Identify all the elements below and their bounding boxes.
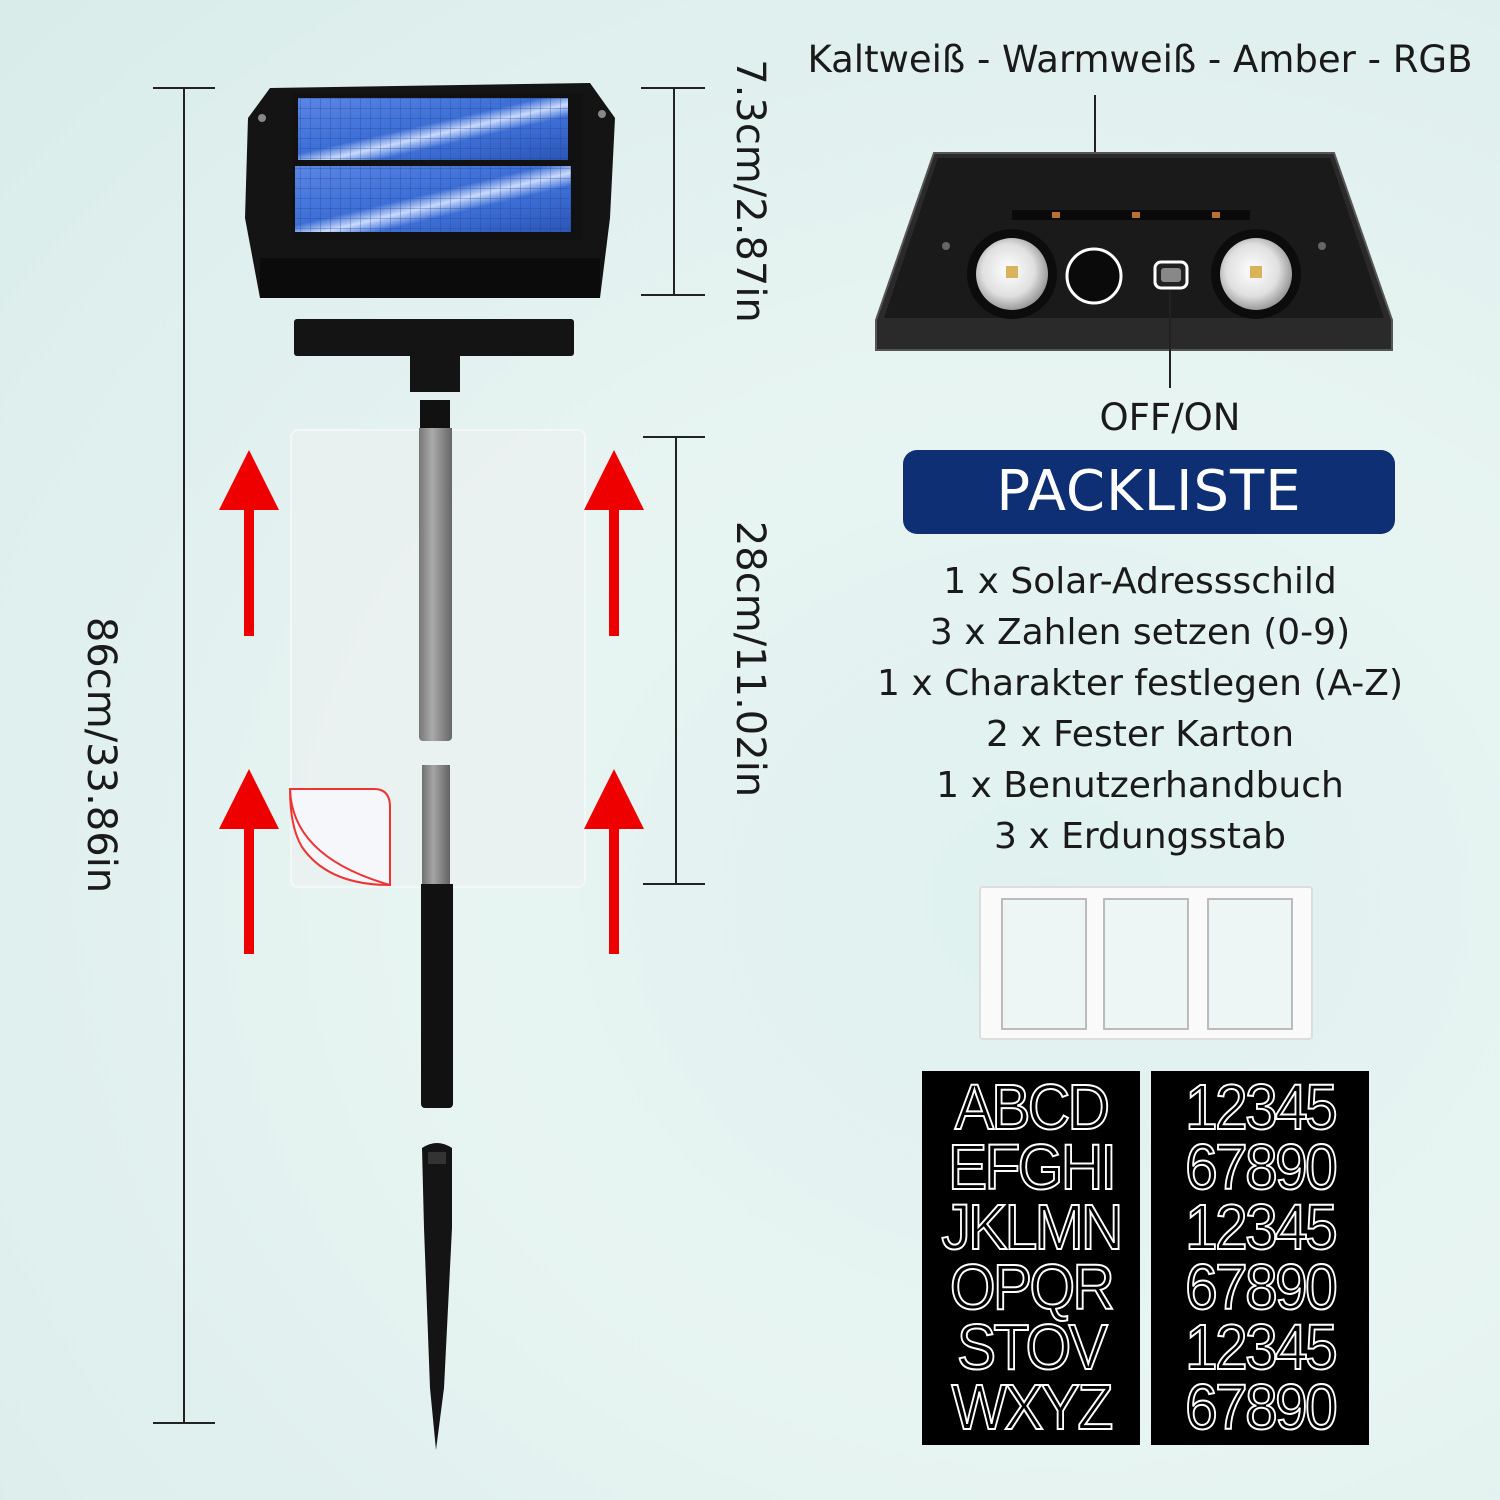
- switch-label: OFF/ON: [1099, 396, 1241, 439]
- total-height-label: 86cm/33.86in: [78, 616, 124, 894]
- sticker-row: WXYZ: [951, 1371, 1115, 1443]
- list-item: 1 x Benutzerhandbuch: [936, 765, 1344, 806]
- ground-stake: [422, 1143, 452, 1450]
- light-modes-label: Kaltweiß - Warmweiß - Amber - RGB: [807, 38, 1473, 81]
- sticker-row: EFGHI: [947, 1131, 1118, 1203]
- packlist: 1 x Solar-Adressschild 3 x Zahlen setzen…: [840, 556, 1440, 862]
- sticker-row: JKLMN: [940, 1191, 1124, 1263]
- panel-height-label: 7.3cm/2.87in: [727, 59, 773, 323]
- sticker-row: 12345: [1184, 1191, 1339, 1263]
- sticker-row: 12345: [1184, 1311, 1339, 1383]
- list-item: 1 x Charakter festlegen (A-Z): [876, 663, 1403, 704]
- pole-lower-black: [421, 884, 453, 1108]
- arrow-up-icon: [219, 769, 279, 954]
- list-item: 2 x Fester Karton: [985, 714, 1295, 755]
- pole-lower: [422, 765, 450, 885]
- arrow-up-icon: [584, 769, 644, 954]
- arrow-up-icon: [219, 450, 279, 636]
- sticker-row: 67890: [1184, 1251, 1339, 1323]
- sticker-row: OPQR: [949, 1251, 1116, 1323]
- list-item: 3 x Erdungsstab: [994, 816, 1286, 857]
- sticker-row: STOV: [956, 1311, 1109, 1383]
- sign-height-label: 28cm/11.02in: [727, 520, 773, 798]
- sticker-row: 67890: [1184, 1371, 1339, 1443]
- number-sticker-sheet: 12345 67890 12345 67890 12345 67890: [1151, 1071, 1369, 1445]
- pole-upper: [419, 428, 452, 741]
- mount-bracket: [294, 319, 574, 356]
- list-item: 3 x Zahlen setzen (0-9): [929, 612, 1351, 653]
- peel-corner: [288, 788, 391, 887]
- solar-panel-head: [245, 83, 615, 298]
- pole-top-cap: [420, 400, 450, 430]
- letter-sticker-sheet: ABCD EFGHI JKLMN OPQR STOV WXYZ: [922, 1071, 1140, 1445]
- switch-leader: [1169, 290, 1171, 388]
- arrow-up-icon: [584, 450, 644, 636]
- bracket-stem: [410, 350, 460, 392]
- sticker-row: ABCD: [954, 1071, 1111, 1143]
- packlist-title: PACKLISTE: [903, 450, 1395, 534]
- sticker-row: 67890: [1184, 1131, 1339, 1203]
- number-holder-frame: [979, 886, 1313, 1040]
- light-unit-underside: [875, 152, 1393, 351]
- list-item: 1 x Solar-Adressschild: [943, 561, 1337, 602]
- sticker-row: 12345: [1184, 1071, 1339, 1143]
